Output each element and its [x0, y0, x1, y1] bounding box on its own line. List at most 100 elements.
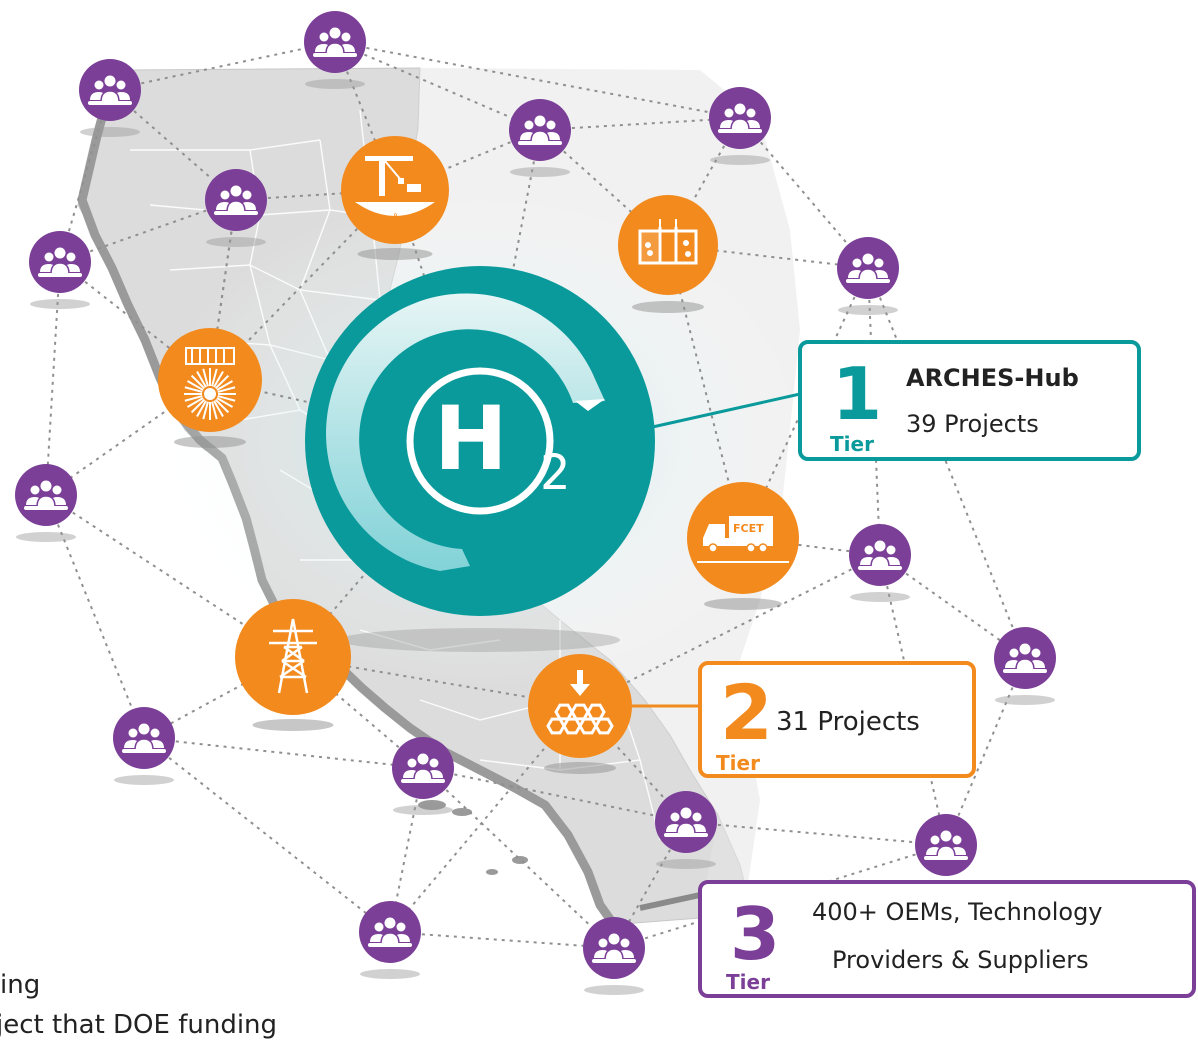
tier1-word: Tier	[830, 432, 874, 456]
people-group-icon	[664, 807, 708, 837]
tier1-projects: 39 Projects	[906, 410, 1039, 438]
node-shadow	[80, 127, 140, 137]
svg-text:⚓: ⚓	[390, 211, 401, 225]
people-group-icon	[24, 480, 68, 510]
people-group-icon	[518, 115, 562, 145]
network-edge	[45, 494, 145, 739]
node-shadow	[16, 532, 76, 542]
stakeholder-node	[509, 99, 571, 161]
people-group-icon	[368, 917, 412, 947]
network-edge	[45, 261, 61, 496]
node-shadow	[838, 305, 898, 315]
stakeholder-node	[113, 707, 175, 769]
stakeholder-node	[79, 59, 141, 121]
stakeholder-node	[304, 11, 366, 73]
tier3-callout: 3 Tier 400+ OEMs, Technology Providers &…	[698, 880, 1196, 998]
people-group-icon	[1003, 643, 1047, 673]
network-edge	[59, 89, 111, 263]
node-shadow	[114, 775, 174, 785]
network-edge	[45, 494, 294, 658]
cutoff-text-line2: ject that DOE funding	[0, 1010, 278, 1040]
truck-label: FCET	[733, 522, 764, 535]
stakeholder-node	[583, 917, 645, 979]
node-shadow	[544, 762, 616, 774]
node-shadow	[174, 436, 246, 448]
storage-node	[528, 654, 632, 758]
network-edge	[742, 267, 869, 539]
network-edge	[879, 554, 1026, 659]
network-edge	[879, 554, 947, 846]
transmission-tower-icon	[269, 618, 317, 694]
people-group-icon	[38, 247, 82, 277]
tier3-number: 3	[730, 892, 781, 976]
stakeholder-node	[849, 524, 911, 586]
node-shadow	[850, 592, 910, 602]
node-shadow	[206, 237, 266, 247]
tier1-number: 1	[832, 352, 883, 436]
network-edge	[209, 199, 237, 381]
node-shadow	[656, 859, 716, 869]
stakeholder-node	[205, 169, 267, 231]
tier1-connector	[647, 392, 801, 430]
stakeholder-node	[29, 231, 91, 293]
tier3-connector	[639, 892, 701, 911]
network-edge	[422, 767, 615, 949]
tier1-title: ARCHES-Hub	[906, 364, 1079, 392]
people-group-icon	[122, 723, 166, 753]
people-group-icon	[592, 933, 636, 963]
stakeholder-node	[392, 737, 454, 799]
tier3-word: Tier	[726, 970, 770, 994]
network-edge	[143, 737, 391, 933]
network-edge	[867, 267, 1026, 659]
h2-subscript: 2	[540, 445, 571, 501]
node-shadow	[357, 248, 433, 260]
solar-turbine-icon	[184, 347, 236, 420]
network-edge	[945, 657, 1026, 846]
central-hub: H 2	[305, 266, 655, 616]
stakeholder-node	[15, 464, 77, 526]
tier3-line2: Providers & Suppliers	[832, 946, 1089, 974]
hydrogen-storage-icon	[546, 670, 614, 735]
hub-arrow-head	[575, 399, 605, 411]
network-edge	[143, 737, 424, 769]
tier2-word: Tier	[716, 751, 760, 775]
node-shadow	[252, 719, 334, 731]
node-shadow	[510, 167, 570, 177]
tier2-callout: 2 Tier 31 Projects	[698, 661, 976, 778]
port-node: ⚓	[341, 136, 449, 244]
tier2-projects: 31 Projects	[776, 707, 920, 737]
node-shadow	[584, 985, 644, 995]
fuel-cell-truck-icon: FCET	[697, 516, 789, 563]
node-shadow	[995, 695, 1055, 705]
network-edge	[685, 821, 947, 846]
node-shadow	[305, 79, 365, 89]
truck-node: FCET	[687, 482, 799, 594]
stakeholder-node	[655, 791, 717, 853]
people-group-icon	[858, 540, 902, 570]
stakeholder-node	[837, 237, 899, 299]
grid-node	[235, 599, 351, 715]
people-group-icon	[846, 253, 890, 283]
network-edge	[739, 117, 869, 269]
tier3-line1: 400+ OEMs, Technology	[812, 898, 1103, 926]
network-edge	[539, 117, 741, 131]
node-shadow	[393, 805, 453, 815]
solar-node	[158, 328, 262, 432]
h2-letter: H	[434, 387, 508, 490]
h2-ring	[406, 367, 554, 515]
network-edge	[613, 844, 947, 949]
node-shadow	[360, 969, 420, 979]
node-shadow	[704, 598, 782, 610]
electrolyzer-node	[618, 195, 718, 295]
stakeholder-node	[994, 627, 1056, 689]
stakeholder-nodes	[15, 11, 1056, 979]
node-shadow	[710, 155, 770, 165]
tier2-project-nodes: ⚓	[158, 136, 799, 758]
electrolyzer-icon	[638, 219, 698, 265]
network-edge	[667, 244, 744, 539]
node-shadow	[30, 299, 90, 309]
people-group-icon	[88, 75, 132, 105]
node-shadows	[16, 79, 1055, 995]
network-edge	[389, 931, 615, 949]
